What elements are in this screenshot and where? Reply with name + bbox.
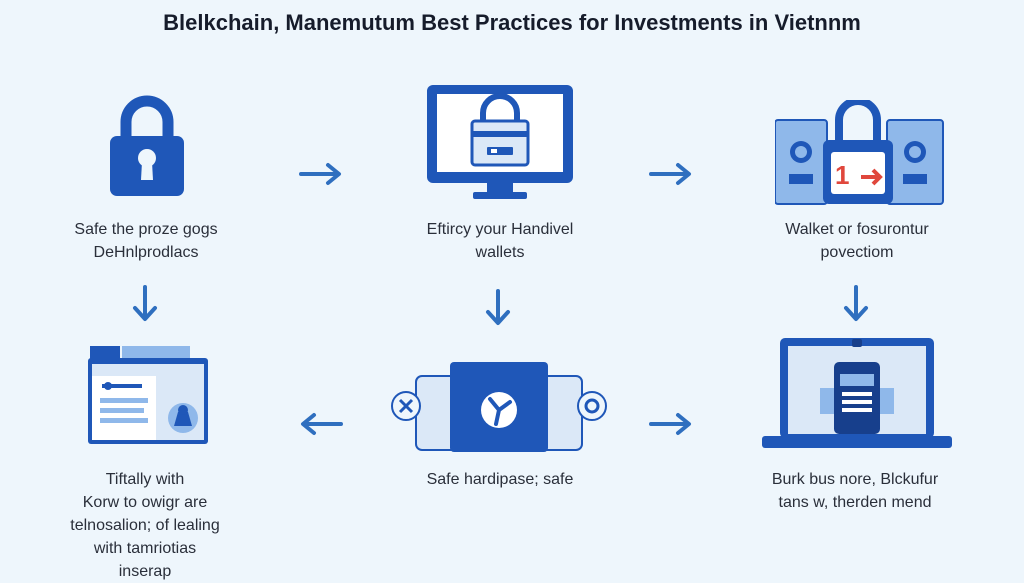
padlock-icon — [108, 94, 186, 198]
arrow-left-icon — [301, 413, 343, 435]
caption-line: DeHnlprodlacs — [93, 244, 199, 261]
red-arrow-icon — [861, 168, 883, 186]
caption-line: inserap — [118, 563, 172, 580]
caption-line: Korw to owigr are — [82, 494, 208, 511]
caption-line: wallets — [475, 244, 525, 261]
step-4-caption: Burk bus nore, Blckufur tans w, therden … — [740, 468, 970, 514]
caption-line: Safe hardipase; safe — [426, 471, 574, 488]
step-badge: 1 — [835, 160, 850, 190]
arrow-down-icon — [133, 285, 157, 321]
arrow-right-icon — [649, 163, 691, 185]
step-5-caption: Safe hardipase; safe — [390, 468, 610, 491]
arrow-down-icon — [486, 289, 510, 325]
arrow-right-icon — [299, 163, 341, 185]
caption-line: povectiom — [820, 244, 894, 261]
caption-line: Safe the proze gogs — [74, 221, 218, 238]
arrow-right-icon — [649, 413, 691, 435]
caption-line: Eftircy your Handivel — [426, 221, 574, 238]
caption-line: tans w, therden mend — [778, 494, 932, 511]
browser-window-icon — [88, 346, 210, 446]
caption-line: Burk bus nore, Blckufur — [771, 471, 939, 488]
hardware-card-icon — [388, 362, 610, 452]
caption-line: telnosalion; of lealing — [70, 517, 220, 534]
caption-line: Tiftally with — [105, 471, 185, 488]
diagram-title: Blelkchain, Manemutum Best Practices for… — [163, 10, 861, 35]
caption-line: with tamriotias — [93, 540, 197, 557]
step-6-caption: Tiftally with Korw to owigr are telnosal… — [40, 468, 250, 583]
laptop-phone-icon — [762, 336, 952, 450]
step-3-caption: Walket or fosurontur povectiom — [748, 218, 966, 264]
step-2-caption: Eftircy your Handivel wallets — [390, 218, 610, 264]
wallet-lock-icon: 1 — [775, 100, 945, 206]
arrow-down-icon — [844, 285, 868, 321]
monitor-lock-icon — [425, 83, 575, 207]
step-1-caption: Safe the proze gogs DeHnlprodlacs — [40, 218, 252, 264]
caption-line: Walket or fosurontur — [785, 221, 929, 238]
